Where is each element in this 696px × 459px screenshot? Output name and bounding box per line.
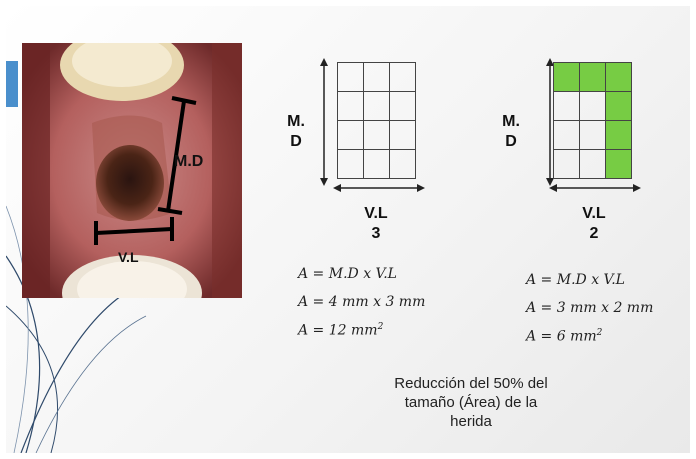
grid-cell bbox=[390, 150, 416, 179]
grid2-vl-count: 2 bbox=[564, 224, 624, 244]
slide: M.D V.L M. D V.L 3 A = M.D x V.L A = 4 m… bbox=[6, 6, 690, 453]
grid-row bbox=[554, 92, 632, 121]
grid-cell-filled bbox=[580, 63, 606, 92]
grid1-vl-arrow bbox=[333, 182, 425, 194]
caption-line-1: Reducción del 50% del bbox=[351, 374, 591, 393]
caption-line-3: herida bbox=[351, 412, 591, 431]
grid-cell bbox=[390, 92, 416, 121]
grid-cell-filled bbox=[606, 63, 632, 92]
grid-cell bbox=[338, 92, 364, 121]
grid-cell bbox=[338, 150, 364, 179]
grid-row bbox=[554, 150, 632, 179]
grid-cell bbox=[554, 92, 580, 121]
grid-row bbox=[338, 150, 416, 179]
grid-cell-filled bbox=[606, 150, 632, 179]
grid2-vl-block: V.L 2 bbox=[564, 204, 624, 244]
grid1-vl-block: V.L 3 bbox=[346, 204, 406, 244]
grid-row bbox=[338, 121, 416, 150]
grid-cell bbox=[390, 121, 416, 150]
grid-cell bbox=[364, 121, 390, 150]
grid-cell-filled bbox=[606, 121, 632, 150]
grid-row bbox=[554, 63, 632, 92]
grid1-vl-label: V.L bbox=[346, 204, 406, 224]
grid-cell-filled bbox=[606, 92, 632, 121]
grid-cell bbox=[364, 150, 390, 179]
grid-cell bbox=[364, 63, 390, 92]
grid2-md-label: M. D bbox=[496, 112, 526, 152]
grid1-formula-1: A = M.D x V.L bbox=[298, 266, 397, 282]
grid2-md-label-line1: M. bbox=[496, 112, 526, 132]
caption-line-2: tamaño (Área) de la bbox=[351, 393, 591, 412]
wound-photo: M.D V.L bbox=[22, 43, 242, 298]
grid1-md-label-line1: M. bbox=[281, 112, 311, 132]
formula-exponent: 2 bbox=[378, 322, 384, 332]
formula-lhs: A = bbox=[298, 294, 329, 310]
grid-cell bbox=[580, 92, 606, 121]
formula-lhs: A = bbox=[526, 272, 557, 288]
formula-rhs: M.D x V.L bbox=[329, 266, 397, 282]
grid1-md-label: M. D bbox=[281, 112, 311, 152]
formula-rhs: 6 mm bbox=[557, 329, 597, 345]
grid-cell bbox=[364, 92, 390, 121]
formula-rhs: 12 mm bbox=[329, 323, 378, 339]
formula-rhs: 3 mm x 2 mm bbox=[557, 300, 654, 316]
grid-row bbox=[554, 121, 632, 150]
grid2-formula-1: A = M.D x V.L bbox=[526, 272, 625, 288]
grid2-vl-arrow bbox=[549, 182, 641, 194]
formula-lhs: A = bbox=[526, 329, 557, 345]
grid2-formula-2: A = 3 mm x 2 mm bbox=[526, 300, 653, 316]
grid-cell bbox=[338, 63, 364, 92]
grid-row bbox=[338, 92, 416, 121]
formula-rhs: M.D x V.L bbox=[557, 272, 625, 288]
formula-exponent: 2 bbox=[597, 328, 603, 338]
grid1-formula-3: A = 12 mm2 bbox=[298, 322, 383, 339]
formula-lhs: A = bbox=[298, 266, 329, 282]
grid2-formula-3: A = 6 mm2 bbox=[526, 328, 602, 345]
grid-cell bbox=[554, 121, 580, 150]
grid-cell-filled bbox=[554, 63, 580, 92]
photo-md-label: M.D bbox=[174, 153, 203, 171]
grid1 bbox=[337, 62, 416, 179]
grid-cell bbox=[554, 150, 580, 179]
grid2-vl-label: V.L bbox=[564, 204, 624, 224]
grid-cell bbox=[390, 63, 416, 92]
grid1-vl-count: 3 bbox=[346, 224, 406, 244]
grid2-md-label-line2: D bbox=[496, 132, 526, 152]
formula-lhs: A = bbox=[298, 323, 329, 339]
grid-cell bbox=[338, 121, 364, 150]
grid1-formula-2: A = 4 mm x 3 mm bbox=[298, 294, 425, 310]
grid-cell bbox=[580, 121, 606, 150]
photo-vl-label: V.L bbox=[118, 249, 139, 265]
grid2 bbox=[553, 62, 632, 179]
grid1-md-label-line2: D bbox=[281, 132, 311, 152]
formula-rhs: 4 mm x 3 mm bbox=[329, 294, 426, 310]
grid-cell bbox=[580, 150, 606, 179]
grid1-md-arrow bbox=[318, 58, 330, 186]
caption: Reducción del 50% del tamaño (Área) de l… bbox=[351, 374, 591, 431]
formula-lhs: A = bbox=[526, 300, 557, 316]
grid-row bbox=[338, 63, 416, 92]
